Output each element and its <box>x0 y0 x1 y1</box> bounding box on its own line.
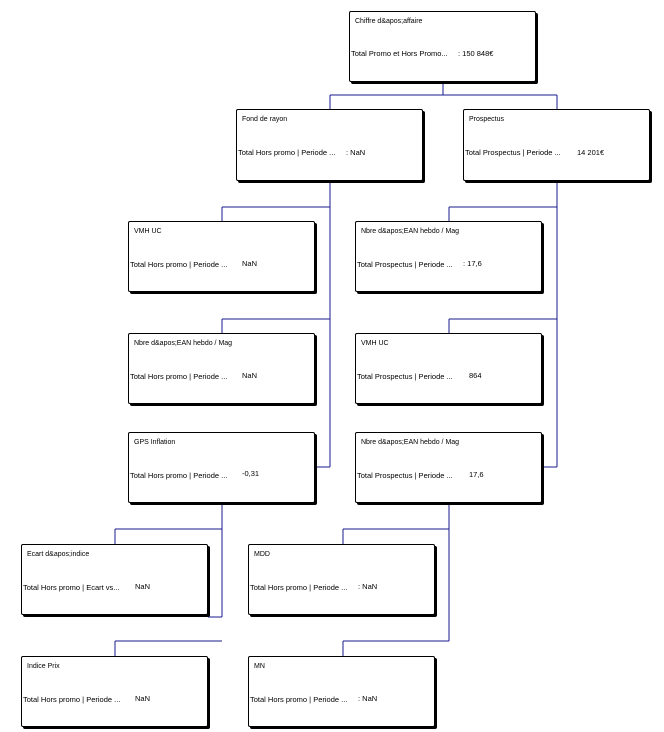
node-title: Fond de rayon <box>242 116 288 123</box>
node-measure: Total Hors promo | Periode ... <box>250 583 348 592</box>
node-title: Chiffre d&apos;affaire <box>355 18 423 25</box>
node-value: 17,6 <box>469 470 484 479</box>
node-value: : NaN <box>346 148 366 157</box>
node-measure: Total Hors promo | Ecart vs... <box>23 583 120 592</box>
node-measure: Total Hors promo | Periode ... <box>250 695 348 704</box>
node-measure: Total Hors promo | Periode ... <box>130 260 228 269</box>
node-prospectus-vmh-uc[interactable]: VMH UC Total Prospectus | Periode ... 86… <box>355 333 542 404</box>
node-indice-prix[interactable]: Indice Prix Total Hors promo | Periode .… <box>21 656 208 727</box>
node-prospectus-nbre-ean-2[interactable]: Nbre d&apos;EAN hebdo / Mag Total Prospe… <box>355 432 542 503</box>
node-measure: Total Hors promo | Periode ... <box>23 695 121 704</box>
node-mn[interactable]: MN Total Hors promo | Periode ... : NaN <box>248 656 435 727</box>
node-fond-nbre-ean[interactable]: Nbre d&apos;EAN hebdo / Mag Total Hors p… <box>128 333 315 404</box>
node-measure: Total Prospectus | Periode ... <box>465 148 561 157</box>
node-value: NaN <box>135 582 151 591</box>
node-value: : 17,6 <box>463 259 482 268</box>
node-title: Nbre d&apos;EAN hebdo / Mag <box>361 228 460 235</box>
node-title: Ecart d&apos;indice <box>27 551 90 558</box>
node-prospectus[interactable]: Prospectus Total Prospectus | Periode ..… <box>463 109 650 181</box>
node-measure: Total Hors promo | Periode ... <box>238 148 336 157</box>
node-value: NaN <box>242 371 258 380</box>
node-title: MDD <box>254 551 270 558</box>
node-measure: Total Prospectus | Periode ... <box>357 260 453 269</box>
node-value: NaN <box>242 259 258 268</box>
node-value: : NaN <box>358 694 378 703</box>
node-measure: Total Prospectus | Periode ... <box>357 372 453 381</box>
node-fond-de-rayon[interactable]: Fond de rayon Total Hors promo | Periode… <box>236 109 423 181</box>
node-ecart-indice[interactable]: Ecart d&apos;indice Total Hors promo | E… <box>21 544 208 615</box>
node-title: VMH UC <box>361 340 389 347</box>
node-title: VMH UC <box>134 228 162 235</box>
node-prospectus-nbre-ean[interactable]: Nbre d&apos;EAN hebdo / Mag Total Prospe… <box>355 221 542 292</box>
node-fond-gps-inflation[interactable]: GPS Inflation Total Hors promo | Periode… <box>128 432 315 503</box>
node-title: Indice Prix <box>27 663 60 670</box>
node-measure: Total Hors promo | Periode ... <box>130 471 228 480</box>
node-value: -0,31 <box>242 469 260 478</box>
node-fond-vmh-uc[interactable]: VMH UC Total Hors promo | Periode ... Na… <box>128 221 315 292</box>
node-title: Prospectus <box>469 116 505 123</box>
node-value: NaN <box>135 694 151 703</box>
node-value: : NaN <box>358 582 378 591</box>
node-measure: Total Hors promo | Periode ... <box>130 372 228 381</box>
node-title: MN <box>254 663 265 670</box>
node-mdd[interactable]: MDD Total Hors promo | Periode ... : NaN <box>248 544 435 615</box>
node-value: 14 201€ <box>577 148 605 157</box>
node-value: : 150 848€ <box>458 49 494 58</box>
node-title: Nbre d&apos;EAN hebdo / Mag <box>134 340 233 347</box>
node-value: 864 <box>469 371 482 380</box>
node-title: Nbre d&apos;EAN hebdo / Mag <box>361 439 460 446</box>
node-measure: Total Prospectus | Periode ... <box>357 471 453 480</box>
node-title: GPS Inflation <box>134 439 176 446</box>
node-chiffre-affaire[interactable]: Chiffre d&apos;affaire Total Promo et Ho… <box>349 11 536 82</box>
node-measure: Total Promo et Hors Promo... <box>351 49 448 58</box>
